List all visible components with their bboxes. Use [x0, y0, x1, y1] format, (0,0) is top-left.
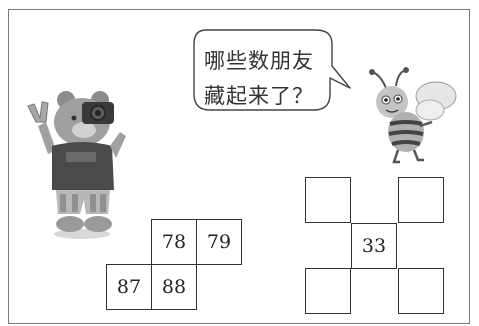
grid-cell-bottom-right[interactable]: [398, 268, 444, 314]
grid-cell-top-right[interactable]: [398, 177, 444, 223]
grid-cell-78: 78: [151, 219, 197, 265]
bear-icon: [22, 88, 132, 247]
grid-cell-87: 87: [106, 264, 152, 310]
speech-line-2: 藏起来了？: [204, 84, 314, 108]
grid-cell-bottom-left[interactable]: [305, 268, 351, 314]
bee-icon: [362, 66, 462, 170]
grid-cell-79: 79: [196, 219, 242, 265]
speech-line-1: 哪些数朋友: [204, 49, 314, 73]
speech-text: 哪些数朋友 藏起来了？: [204, 44, 334, 114]
grid-cell-33: 33: [351, 223, 397, 269]
grid-cell-top-left[interactable]: [305, 177, 351, 223]
grid-cell-88: 88: [151, 264, 197, 310]
